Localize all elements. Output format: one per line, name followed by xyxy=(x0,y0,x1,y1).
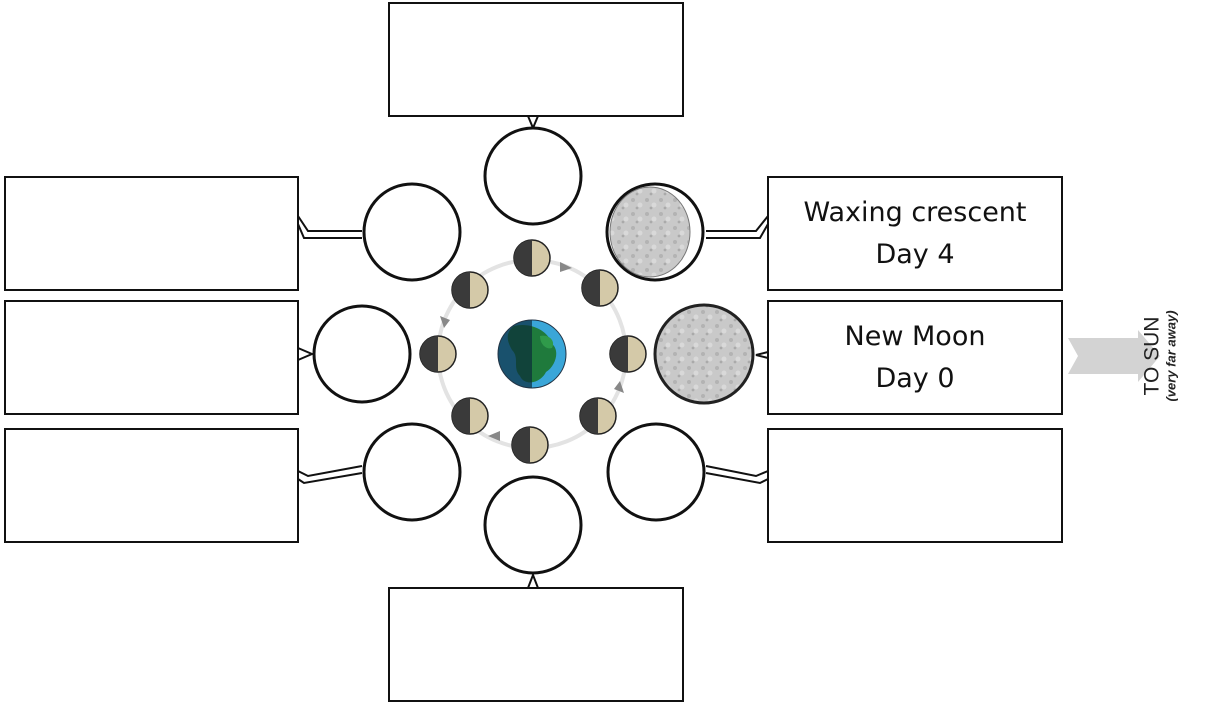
connector-lines xyxy=(297,115,769,589)
moon-circle-bottom xyxy=(483,475,583,575)
label-line2: Day 4 xyxy=(875,238,955,270)
label-box-upper-right[interactable]: Waxing crescent Day 4 xyxy=(767,176,1063,291)
label-box-lower-right[interactable] xyxy=(767,428,1063,543)
label-line2: Day 0 xyxy=(875,362,955,394)
sun-label: TO SUN xyxy=(1140,316,1164,396)
label-box-lower-left[interactable] xyxy=(4,428,299,543)
orbit-moon-icons xyxy=(419,239,647,464)
label-box-upper-left[interactable] xyxy=(4,176,299,291)
label-line1: New Moon xyxy=(844,320,986,352)
moon-circle-lower-left xyxy=(362,422,462,522)
label-box-right[interactable]: New Moon Day 0 xyxy=(767,300,1063,415)
label-box-top[interactable] xyxy=(388,2,684,117)
sun-note: (very far away) xyxy=(1163,310,1179,402)
earth-icon xyxy=(497,319,567,389)
label-box-bottom[interactable] xyxy=(388,587,684,702)
orbit-arrows xyxy=(440,262,624,441)
moon-circle-upper-left xyxy=(362,182,462,282)
moon-circle-top xyxy=(483,126,583,226)
label-box-left[interactable] xyxy=(4,300,299,415)
moon-circle-left xyxy=(312,304,412,404)
moon-upper-right-waxing-crescent xyxy=(605,182,705,282)
sun-direction-arrow xyxy=(1068,330,1160,382)
label-line1: Waxing crescent xyxy=(803,196,1027,228)
sun-label-group: TO SUN (very far away) xyxy=(1140,310,1179,402)
moon-right-new-moon xyxy=(653,303,755,405)
moon-circle-lower-right xyxy=(606,422,706,522)
